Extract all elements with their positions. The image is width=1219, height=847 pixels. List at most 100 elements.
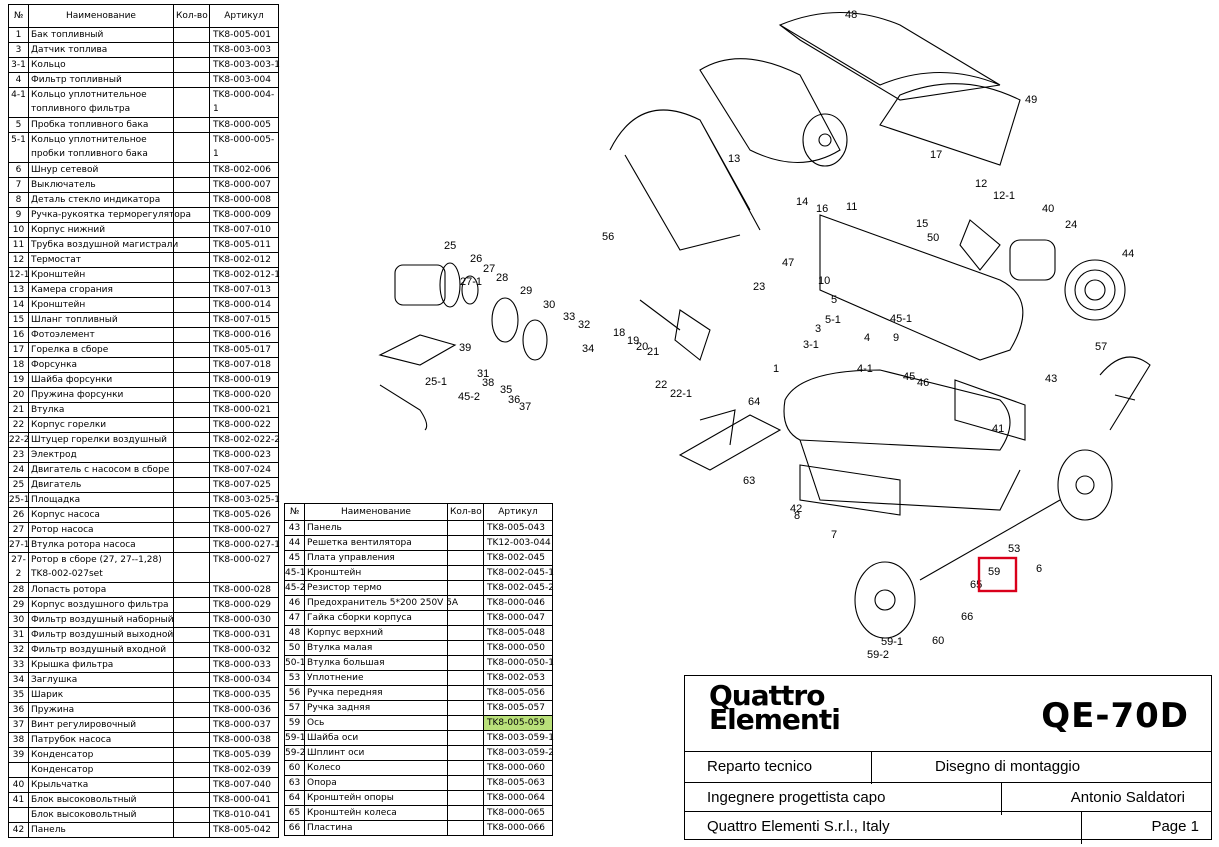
part-name: Шплинт оси <box>304 745 448 761</box>
part-qty <box>173 342 210 358</box>
callout-39: 39 <box>459 342 471 354</box>
part-article: TK8-000-014 <box>209 297 279 313</box>
callout-59-2: 59-2 <box>867 649 889 661</box>
callout-12-1: 12-1 <box>993 190 1015 202</box>
part-name: Опора <box>304 775 448 791</box>
part-number: 15 <box>8 312 29 328</box>
part-article: TK8-000-060 <box>483 760 553 776</box>
part-number: 53 <box>284 670 305 686</box>
engineer-name: Antonio Saldatori <box>1070 789 1185 806</box>
part-qty <box>173 822 210 838</box>
part-qty <box>173 522 210 538</box>
part-article: TK8-005-056 <box>483 685 553 701</box>
part-number: 3-1 <box>8 57 29 73</box>
part-number: 18 <box>8 357 29 373</box>
callout-18: 18 <box>613 327 625 339</box>
part-qty <box>173 777 210 793</box>
part-name: Горелка в сборе <box>28 342 174 358</box>
platform-25-1 <box>378 334 457 366</box>
part-qty <box>173 282 210 298</box>
part-qty <box>173 192 210 208</box>
part-name: Втулка <box>28 402 174 418</box>
part-qty <box>447 745 484 761</box>
part-number: 4-1 <box>8 87 29 118</box>
part-name: Пробка топливного бака <box>28 117 174 133</box>
callout-11: 11 <box>846 201 857 213</box>
part-qty <box>447 820 484 836</box>
callout-37: 37 <box>519 401 531 413</box>
callout-16: 16 <box>816 203 828 215</box>
part-number: 39 <box>8 747 29 763</box>
part-qty <box>173 387 210 403</box>
callout-60: 60 <box>932 635 944 647</box>
callout-5: 5 <box>831 294 837 306</box>
title-block: Quattro Elementi QE-70D Reparto tecnico … <box>684 675 1212 844</box>
part-article: TK8-000-034 <box>209 672 279 688</box>
part-qty <box>173 732 210 748</box>
axle-59 <box>919 499 1061 581</box>
part-name: Крыльчатка <box>28 777 174 793</box>
part-name: Кольцо <box>28 57 174 73</box>
part-article: TK8-007-040 <box>209 777 279 793</box>
part-number: 32 <box>8 642 29 658</box>
panel-42 <box>799 464 901 516</box>
part-article: TK8-005-026 <box>209 507 279 523</box>
part-article: TK8-000-027 <box>209 522 279 538</box>
part-article: TK8-000-036 <box>209 702 279 718</box>
part-qty <box>173 402 210 418</box>
part-number: 1 <box>8 27 29 43</box>
callout-24: 24 <box>1065 219 1077 231</box>
part-name: Блок высоковольтный <box>28 807 174 823</box>
part-article: TK8-000-007 <box>209 177 279 193</box>
part-qty <box>173 762 210 778</box>
part-qty <box>173 627 210 643</box>
callout-14: 14 <box>796 196 808 208</box>
wheel-60-front <box>854 561 916 639</box>
callout-25: 25 <box>444 240 456 252</box>
part-name: Корпус насоса <box>28 507 174 523</box>
part-number: 13 <box>8 282 29 298</box>
callout-45-1: 45-1 <box>890 313 912 325</box>
part-article: TK8-000-038 <box>209 732 279 748</box>
part-number: 12 <box>8 252 29 268</box>
part-article: TK8-007-010 <box>209 222 279 238</box>
part-name: Кольцо уплотнительное пробки топливного … <box>28 132 174 163</box>
part-number: 31 <box>8 627 29 643</box>
part-name: Конденсатор <box>28 747 174 763</box>
burner-22 <box>674 309 711 361</box>
highlight-frame-59 <box>977 556 1018 593</box>
part-name: Кронштейн колеса <box>304 805 448 821</box>
callout-27-1: 27-1 <box>460 276 482 288</box>
part-name: Корпус воздушного фильтра <box>28 597 174 613</box>
part-number: 64 <box>284 790 305 806</box>
part-qty <box>447 775 484 791</box>
title-row-company: Quattro Elementi S.r.l., Italy Page 1 <box>685 811 1211 844</box>
part-article: TK8-000-028 <box>209 582 279 598</box>
part-number: 27-2 <box>8 552 29 583</box>
callout-4: 4 <box>864 332 870 344</box>
part-name: Шланг топливный <box>28 312 174 328</box>
part-article: TK8-000-019 <box>209 372 279 388</box>
part-name: Заглушка <box>28 672 174 688</box>
fan-40 <box>959 219 1001 271</box>
part-name: Шарик <box>28 687 174 703</box>
